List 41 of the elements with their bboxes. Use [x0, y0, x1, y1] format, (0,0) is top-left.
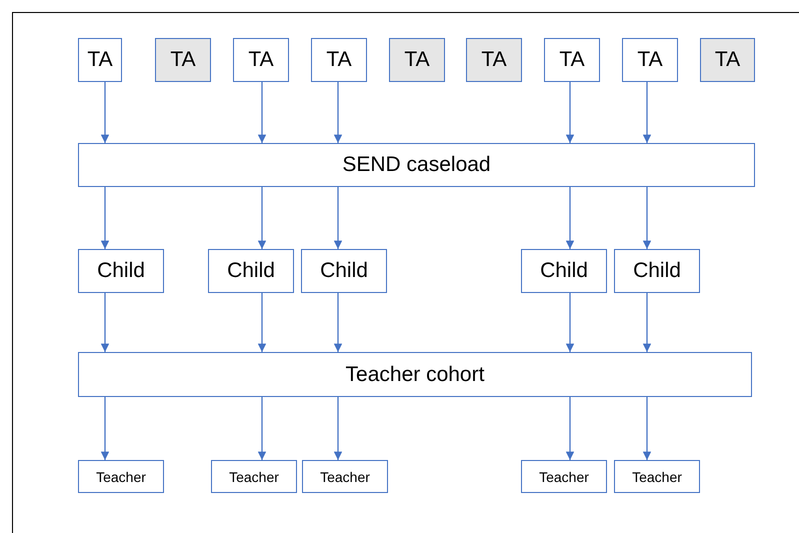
- process-box: TA: [700, 38, 755, 82]
- process-box: Teacher: [78, 460, 164, 493]
- arrow: [642, 397, 652, 460]
- process-box: Teacher: [302, 460, 388, 493]
- process-box: Child: [78, 249, 164, 293]
- arrow: [642, 187, 652, 249]
- process-box: TA: [544, 38, 600, 82]
- process-box: TA: [311, 38, 367, 82]
- arrow: [334, 397, 342, 460]
- group-box: SEND caseload: [78, 143, 755, 187]
- arrow: [566, 187, 574, 249]
- arrow: [100, 82, 110, 143]
- arrow: [642, 293, 652, 352]
- process-box: TA: [389, 38, 445, 82]
- process-box: TA: [466, 38, 522, 82]
- arrow: [642, 82, 652, 143]
- process-box: TA: [233, 38, 289, 82]
- process-box: Child: [614, 249, 700, 293]
- arrow: [100, 397, 110, 460]
- arrow: [334, 293, 342, 352]
- arrow: [334, 187, 342, 249]
- arrow: [566, 293, 574, 352]
- arrow: [100, 187, 110, 249]
- arrow: [100, 293, 110, 352]
- process-box: Teacher: [211, 460, 297, 493]
- arrow: [258, 293, 266, 352]
- arrow: [566, 82, 574, 143]
- process-box: Teacher: [521, 460, 607, 493]
- arrow: [258, 397, 266, 460]
- process-box: Child: [208, 249, 294, 293]
- arrow: [334, 82, 342, 143]
- process-box: TA: [78, 38, 122, 82]
- arrow: [566, 397, 574, 460]
- group-box: Teacher cohort: [78, 352, 752, 397]
- process-box: Child: [521, 249, 607, 293]
- process-box: Child: [301, 249, 387, 293]
- process-box: TA: [622, 38, 678, 82]
- arrow: [258, 187, 266, 249]
- process-box: Teacher: [614, 460, 700, 493]
- arrow: [258, 82, 266, 143]
- process-box: TA: [155, 38, 211, 82]
